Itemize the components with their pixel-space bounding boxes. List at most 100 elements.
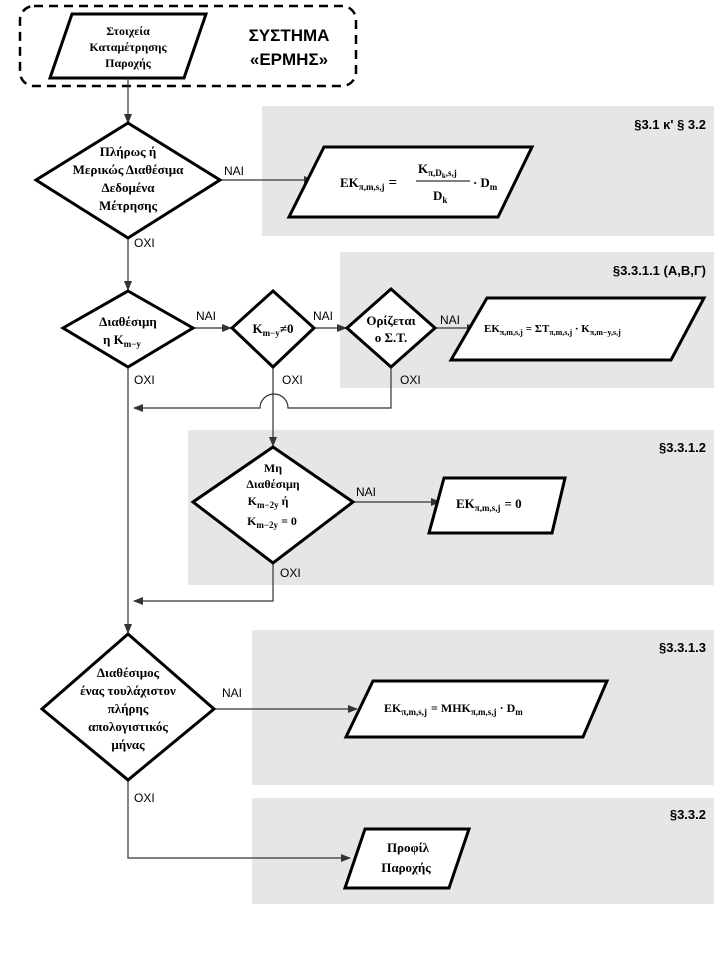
formula-text: ΕΚ	[456, 496, 476, 511]
section-label: §3.3.2	[670, 807, 706, 822]
start-node	[47, 12, 209, 80]
formula-text: = ΜΗΚ	[431, 701, 471, 715]
decision-line: Διαθέσιμος	[97, 665, 160, 680]
decision-text: Κ	[248, 494, 258, 508]
decision-line: απολογιστικός	[88, 719, 168, 734]
formula-line: ΕΚπ,m,s,j= 0	[456, 496, 522, 513]
formula-subscript: π,D	[428, 168, 442, 178]
formula-subscript: π,m,s,j	[549, 328, 572, 337]
decision-line: η Κm−y	[103, 332, 141, 349]
yes-label: ΝΑΙ	[222, 686, 242, 700]
formula-text: = ΣΤ	[526, 323, 550, 335]
no-label: ΟΧΙ	[280, 566, 301, 580]
connector	[133, 563, 274, 605]
decision-text: ή	[282, 494, 289, 508]
decision-line: Μέτρησης	[99, 198, 158, 213]
formula-subscript: π,m−y,s,j	[590, 328, 621, 337]
formula-rhs: ·Dm	[473, 175, 498, 192]
start-node-line: Καταμέτρησης	[89, 40, 167, 54]
formula-subscript: m	[515, 707, 523, 717]
connector	[127, 780, 351, 862]
formula-text: · D	[497, 701, 516, 715]
decision-text: Κ	[247, 514, 257, 528]
yes-label: ΝΑΙ	[224, 164, 244, 178]
decision-subscript: m−2y	[257, 500, 279, 510]
decision-line: Διαθέσιμη	[246, 477, 299, 491]
decision-line: Κm−y≠0	[253, 321, 294, 338]
yes-label: ΝΑΙ	[356, 485, 376, 499]
decision-line: ένας τουλάχιστον	[80, 683, 176, 698]
formula-subscript: π,m,s,j	[475, 503, 501, 513]
output-formula-4	[343, 679, 610, 739]
decision-st-defined	[344, 286, 438, 370]
output-line: Παροχής	[381, 860, 431, 875]
decision-full-month	[39, 632, 217, 782]
formula-text: · Κ	[572, 323, 590, 335]
section-label: §3.3.1.3	[659, 640, 706, 655]
formula-subscript: k	[442, 195, 447, 205]
start-node-line: Στοιχεία	[106, 24, 150, 38]
formula-text: Κ	[418, 161, 429, 176]
connector	[133, 368, 392, 412]
formula-subscript: π,m,s,j	[359, 182, 385, 192]
formula-subscript: π,m,s,j	[500, 328, 523, 337]
decision-line: Κm−2y= 0	[247, 514, 297, 530]
output-formula-2	[448, 296, 707, 362]
decision-subscript: m−y	[263, 328, 281, 338]
decision-line: Μερικώς Διαθέσιμα	[73, 162, 184, 177]
formula-denominator: Dk	[433, 188, 447, 205]
formula-text: D	[433, 188, 442, 203]
section-label: §3.1 κ' § 3.2	[634, 117, 706, 132]
decision-subscript: m−2y	[256, 520, 278, 530]
output-line: Προφίλ	[387, 840, 430, 855]
system-title-line: «ΕΡΜΗΣ»	[250, 50, 328, 69]
section-label: §3.3.1.1 (Α,Β,Γ)	[613, 263, 706, 278]
no-label: ΟΧΙ	[282, 373, 303, 387]
decision-text: ≠0	[280, 321, 294, 336]
decision-line: πλήρης	[108, 701, 149, 716]
section-panel-3-3-2	[252, 798, 714, 904]
formula-subscript: m	[490, 182, 498, 192]
decision-line: Δεδομένα	[102, 180, 156, 195]
decision-k2y-unavailable	[190, 445, 356, 565]
section-label: §3.3.1.2	[659, 440, 706, 455]
decision-line: μήνας	[111, 737, 145, 752]
decision-line: Ορίζεται	[366, 313, 415, 328]
formula-text: ·	[473, 175, 477, 190]
no-label: ΟΧΙ	[134, 373, 155, 387]
decision-data-availability	[33, 121, 223, 240]
formula-text: =	[388, 175, 397, 191]
formula-line: ΕΚπ,m,s,j= ΜΗΚπ,m,s,j · Dm	[384, 701, 523, 717]
formula-text: D	[480, 175, 489, 190]
system-boundary	[18, 4, 358, 88]
decision-line: ο Σ.Τ.	[375, 330, 407, 345]
output-formula-3	[427, 476, 567, 535]
no-label: ΟΧΙ	[400, 373, 421, 387]
output-profile	[342, 827, 472, 890]
decision-line: Πλήρως ή	[100, 144, 156, 159]
decision-k-nonzero	[229, 288, 317, 370]
system-title-line: ΣΥΣΤΗΜΑ	[249, 26, 330, 45]
formula-line: ΕΚπ,m,s,j= ΣΤπ,m,s,j · Κπ,m−y,s,j	[484, 323, 621, 337]
formula-numerator: Κπ,Dk,s,j	[418, 161, 457, 180]
formula-subscript: k	[442, 172, 446, 180]
formula-text: ΕΚ	[340, 175, 360, 190]
formula-subscript: π,m,s,j	[401, 707, 427, 717]
output-formula-1	[286, 145, 535, 219]
decision-text: η Κ	[103, 332, 125, 347]
formula-subscript: π,m,s,j	[471, 707, 497, 717]
formula-lhs: ΕΚπ,m,s,j=	[340, 175, 397, 192]
no-label: ΟΧΙ	[134, 236, 155, 250]
formula-text: ΕΚ	[384, 701, 402, 715]
decision-k-available	[60, 289, 196, 369]
decision-text: Κ	[253, 321, 264, 336]
formula-text: = 0	[504, 496, 521, 511]
start-node-line: Παροχής	[105, 56, 152, 70]
yes-label: ΝΑΙ	[196, 309, 216, 323]
decision-text: = 0	[281, 514, 297, 528]
decision-line: Διαθέσιμη	[99, 314, 157, 329]
formula-subscript: ,s,j	[446, 168, 457, 178]
